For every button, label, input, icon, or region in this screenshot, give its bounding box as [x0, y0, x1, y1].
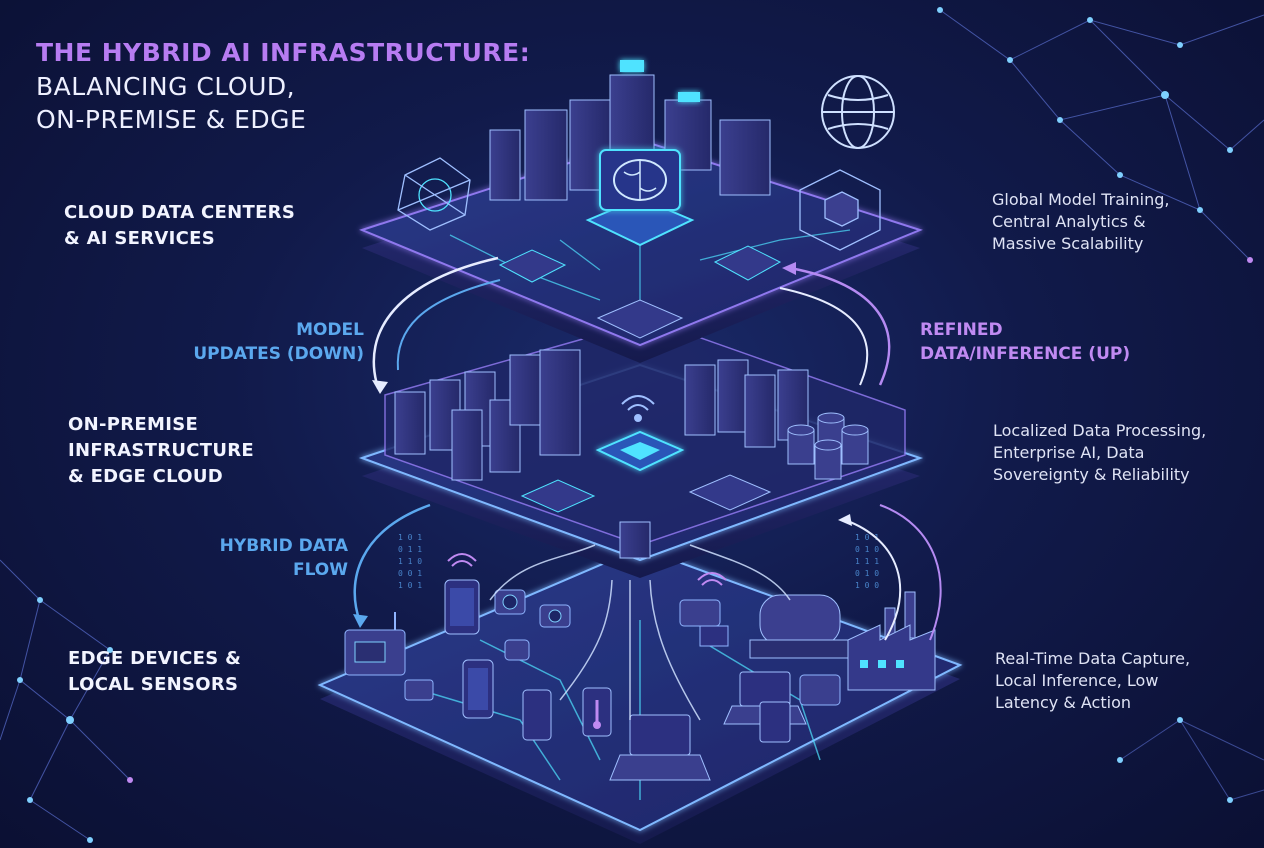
wifi-icon: [621, 395, 655, 422]
generator-icon: [749, 594, 851, 706]
svg-text:1 1 1: 1 1 1: [855, 557, 879, 566]
network-nodes-bottom-right: [1117, 717, 1233, 803]
edge-layer-description: Real-Time Data Capture, Local Inference,…: [995, 649, 1191, 712]
model-updates-arrow: [372, 256, 499, 394]
svg-text:0 1 0: 0 1 0: [855, 569, 879, 578]
edge-devices: [344, 553, 936, 781]
globe-icon: [821, 75, 895, 149]
hybrid-data-flow-label: HYBRID DATA FLOW: [219, 536, 348, 580]
processor-chip-icon: [595, 430, 685, 472]
on-premise-layer-description: Localized Data Processing, Enterprise AI…: [993, 421, 1207, 484]
refined-data-label: REFINED DATA/INFERENCE (UP): [920, 320, 1131, 364]
svg-text:1 0 1: 1 0 1: [398, 533, 422, 542]
brain-chip-icon: [585, 149, 695, 247]
cube-network-icon: [799, 169, 881, 251]
cloud-servers: [397, 60, 895, 339]
camera-icon: [404, 589, 571, 701]
svg-text:1 0 1: 1 0 1: [855, 533, 879, 542]
svg-text:0 1 0: 0 1 0: [855, 545, 879, 554]
binary-stream-left: 1 0 1 0 1 1 1 1 0 0 0 1 1 0 1: [398, 533, 422, 590]
network-constellation-bottom-left: [0, 559, 131, 841]
cloud-layer-description: Global Model Training, Central Analytics…: [992, 190, 1170, 253]
network-nodes-top-right: [937, 7, 1253, 263]
on-premise-servers: [394, 349, 869, 559]
thermometer-icon: [593, 700, 601, 729]
network-constellation-bottom-right: [1119, 719, 1264, 801]
database-icon: [787, 412, 869, 480]
network-nodes-bottom-left: [17, 597, 133, 843]
cloud-module-icon: [498, 245, 782, 339]
cloud-layer-label: CLOUD DATA CENTERS & AI SERVICES: [64, 202, 296, 249]
model-updates-label: MODEL UPDATES (DOWN): [193, 320, 364, 364]
refined-data-arrow: [779, 262, 891, 386]
svg-text:1 0 1: 1 0 1: [398, 581, 422, 590]
svg-text:0 0 1: 0 0 1: [398, 569, 422, 578]
edge-to-onprem-arrow: [838, 514, 902, 641]
binary-stream-right: 1 0 1 0 1 0 1 1 1 0 1 0 1 0 0: [855, 533, 879, 590]
title-line1: THE HYBRID AI INFRASTRUCTURE:: [36, 38, 531, 67]
server-rack-icon: [394, 349, 809, 481]
router-icon: [344, 612, 406, 676]
wifi-icon: [447, 553, 727, 586]
hybrid-flow-arrow: [353, 503, 431, 628]
robot-arm-icon: [679, 599, 729, 647]
network-globe-icon: [397, 157, 471, 231]
factory-icon: [847, 591, 936, 691]
tablet-icon: [444, 579, 612, 741]
edge-to-onprem-arrow-purple: [879, 504, 942, 641]
svg-text:0 1 1: 0 1 1: [398, 545, 422, 554]
on-premise-layer-label: ON-PREMISE INFRASTRUCTURE & EDGE CLOUD: [68, 414, 255, 487]
svg-text:1 1 0: 1 1 0: [398, 557, 422, 566]
model-updates-arrow-inner: [396, 279, 501, 371]
edge-layer-label: EDGE DEVICES & LOCAL SENSORS: [68, 648, 242, 695]
laptop-icon: [609, 671, 807, 781]
title-line2: BALANCING CLOUD, ON-PREMISE & EDGE: [36, 72, 307, 134]
network-switch-icon: [520, 474, 772, 559]
vertical-data-streams: [489, 544, 791, 721]
svg-text:1 0 0: 1 0 0: [855, 581, 879, 590]
